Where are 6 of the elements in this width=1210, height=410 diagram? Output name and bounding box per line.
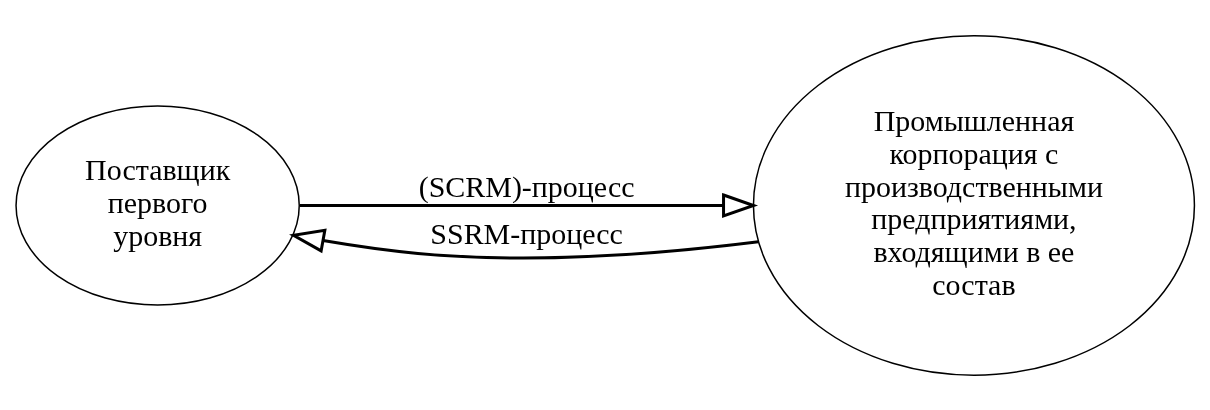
node-ellipse: Промышленная корпорация с производственными предприятиями, входящими в ее состав [752, 34, 1196, 376]
node-ellipse: Поставщик первого уровня [15, 104, 300, 306]
edge-label: SSRM-процесс [430, 216, 623, 250]
edge-label: (SCRM)-процесс [418, 169, 635, 202]
arrow [289, 227, 759, 259]
arrow [299, 192, 759, 218]
